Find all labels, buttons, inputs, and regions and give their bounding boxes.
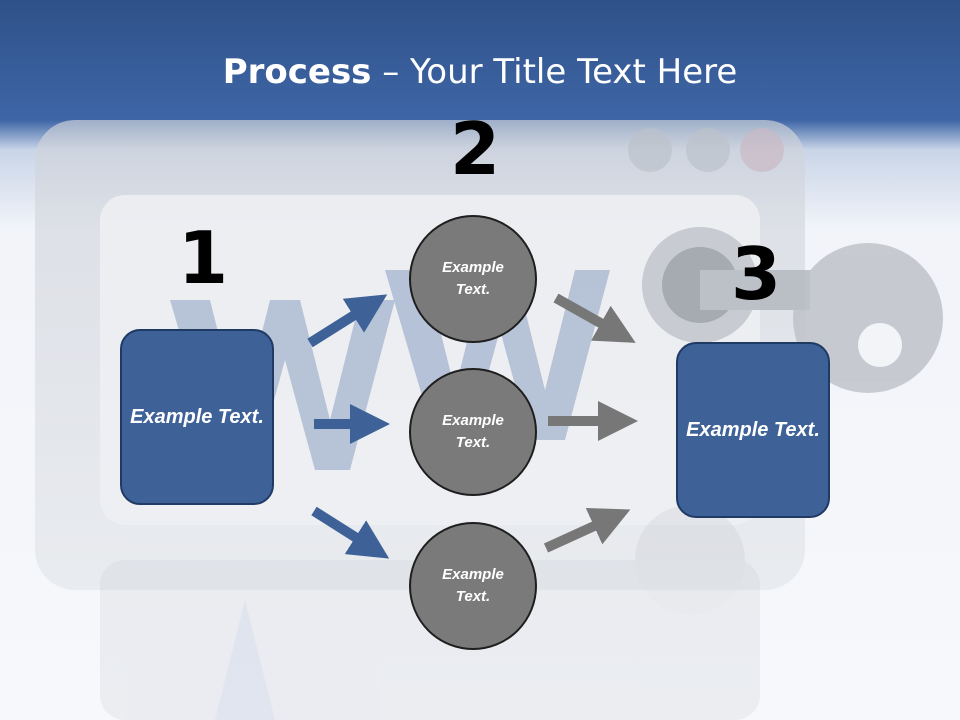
process-box-left[interactable]: Example Text. xyxy=(120,329,274,505)
process-box-right-label: Example Text. xyxy=(686,418,820,441)
title-bold: Process xyxy=(222,52,372,92)
step-number-1: 1 xyxy=(178,216,229,300)
step-number-2: 2 xyxy=(450,107,501,191)
process-circle-top[interactable]: Example Text. xyxy=(409,215,537,343)
process-circle-bottom[interactable]: Example Text. xyxy=(409,522,537,650)
process-box-right[interactable]: Example Text. xyxy=(676,342,830,518)
title-rest: – Your Title Text Here xyxy=(371,52,738,92)
process-circle-middle[interactable]: Example Text. xyxy=(409,368,537,496)
process-circle-bottom-label: Example Text. xyxy=(442,565,504,606)
process-circle-top-label: Example Text. xyxy=(442,258,504,299)
key-graphic xyxy=(642,227,943,393)
process-circle-middle-label: Example Text. xyxy=(442,411,504,452)
step-number-3: 3 xyxy=(731,232,782,316)
process-box-left-label: Example Text. xyxy=(130,405,264,428)
slide-title: Process – Your Title Text Here xyxy=(0,52,960,92)
